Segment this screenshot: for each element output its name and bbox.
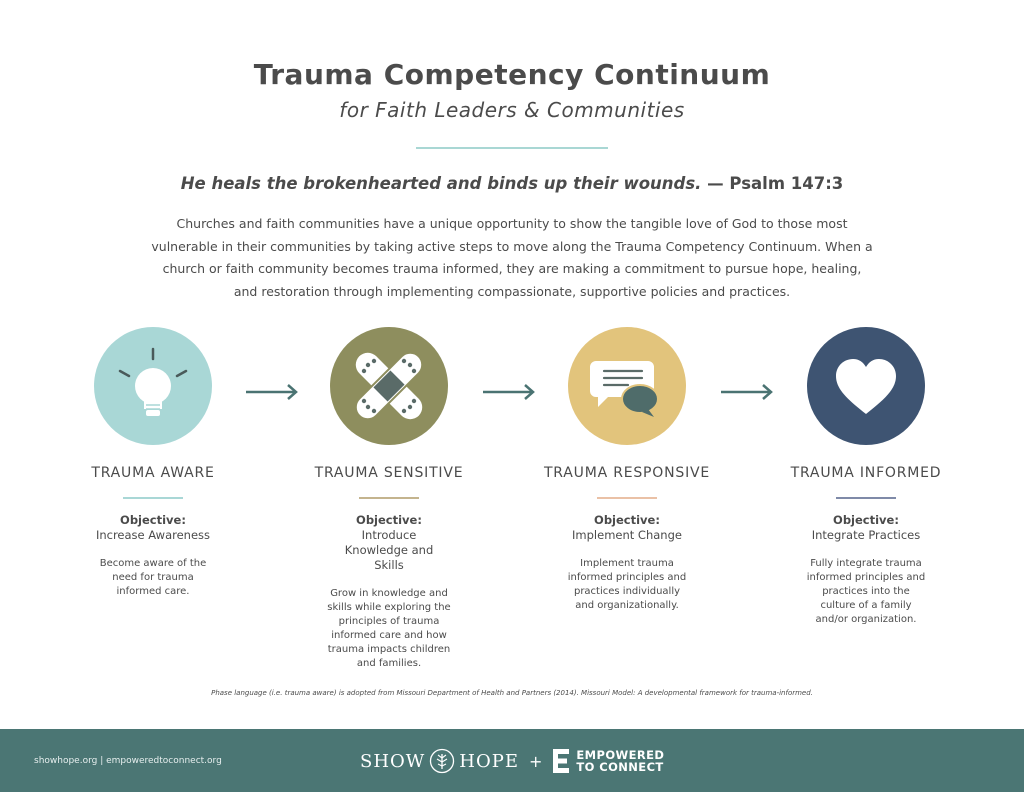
objective-description: Fully integrate trauma informed principl… (806, 557, 926, 625)
objective-description: Become aware of the need for trauma info… (99, 557, 207, 597)
etc-line-2: TO CONNECT (576, 760, 664, 774)
footer-links[interactable]: showhope.org | empoweredtoconnect.org (34, 756, 222, 766)
objective-description: Implement trauma informed principles and… (567, 557, 687, 611)
stage-circle (807, 327, 925, 445)
objective-description: Grow in knowledge and skills while explo… (327, 587, 451, 669)
objective-label: Objective: (833, 512, 899, 527)
objective-title: Increase Awareness (95, 527, 211, 542)
objective-title: Introduce Knowledge and Skills (344, 527, 434, 572)
objective-label: Objective: (120, 512, 186, 527)
tree-logo-icon (430, 748, 455, 774)
stage-trauma-aware: TRAUMA AWARE Objective: Increase Awarene… (48, 327, 258, 599)
stage-trauma-responsive: TRAUMA RESPONSIVE Objective: Implement C… (522, 327, 732, 613)
show-hope-wordmark-hope: HOPE (459, 750, 520, 772)
stage-circle (568, 327, 686, 445)
source-footnote: Phase language (i.e. trauma aware) is ad… (211, 689, 813, 697)
stage-divider (359, 497, 419, 499)
stage-divider (123, 497, 183, 499)
intro-paragraph: Churches and faith communities have a un… (151, 216, 873, 299)
etc-line-1: EMPOWERED (576, 747, 665, 762)
page-title: Trauma Competency Continuum (253, 58, 771, 91)
arrow-right-icon (483, 384, 535, 400)
objective-title: Integrate Practices (811, 527, 921, 542)
verse-reference: — Psalm 147:3 (701, 174, 844, 193)
stage-circle (94, 327, 212, 445)
stage-title: TRAUMA INFORMED (790, 465, 942, 481)
stage-trauma-sensitive: TRAUMA SENSITIVE Objective: Introduce Kn… (284, 327, 494, 671)
speech-bubbles-icon (590, 361, 659, 417)
lightbulb-icon (118, 347, 188, 416)
stage-divider (836, 497, 896, 499)
objective-label: Objective: (356, 512, 422, 527)
stage-circle (330, 327, 448, 445)
arrow-right-icon (246, 384, 298, 400)
empowered-to-connect-wordmark: EMPOWERED TO CONNECT (576, 747, 665, 774)
heart-icon (836, 359, 896, 414)
footer-bar: showhope.org | empoweredtoconnect.org SH… (0, 729, 1024, 792)
empowered-e-logo-icon (553, 749, 570, 773)
brand-lockup: SHOW HOPE + EMPOWERED TO CONNECT (360, 747, 664, 775)
page-subtitle: for Faith Leaders & Communities (339, 98, 685, 122)
verse-quote: He heals the brokenhearted and binds up … (180, 174, 702, 193)
scripture-verse: He heals the brokenhearted and binds up … (0, 174, 1024, 193)
title-divider (416, 147, 608, 149)
stage-title: TRAUMA AWARE (91, 465, 215, 481)
stage-trauma-informed: TRAUMA INFORMED Objective: Integrate Pra… (761, 327, 971, 627)
arrow-right-icon (721, 384, 773, 400)
bandage-icon (354, 351, 424, 421)
objective-label: Objective: (594, 512, 660, 527)
brand-plus: + (529, 751, 543, 771)
stage-title: TRAUMA RESPONSIVE (543, 465, 711, 481)
stage-title: TRAUMA SENSITIVE (314, 465, 464, 481)
show-hope-wordmark-show: SHOW (360, 750, 426, 772)
objective-title: Implement Change (572, 527, 682, 542)
stage-divider (597, 497, 657, 499)
